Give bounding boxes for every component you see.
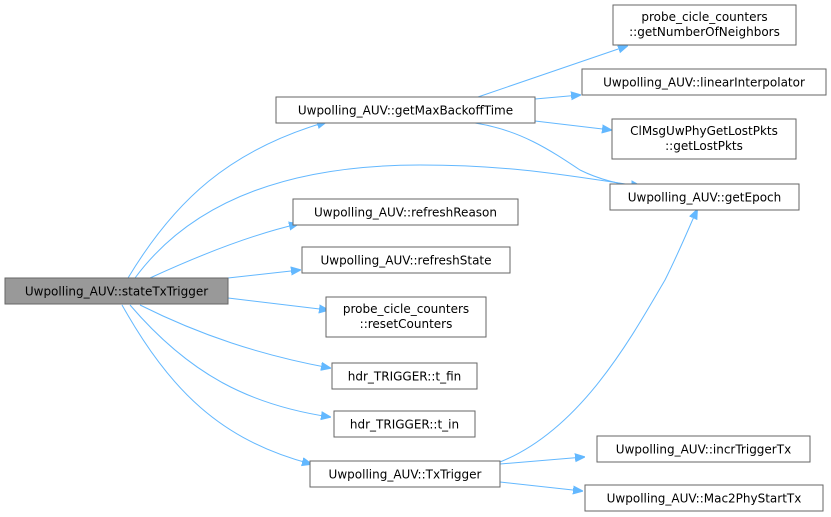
node-getNumberOfNeighbors[interactable]: probe_cicle_counters ::getNumberOfNeighb… — [612, 4, 797, 46]
edge-getMaxBackoffTime-getNumberOfNeighbors — [474, 46, 627, 99]
node-label-line2: ::getLostPkts — [665, 139, 743, 153]
edge-stateTxTrigger-refreshState — [227, 270, 300, 279]
edge-getMaxBackoffTime-linearInterpolator — [534, 95, 580, 99]
edge-TxTrigger-getEpoch — [499, 210, 697, 463]
node-getEpoch[interactable]: Uwpolling_AUV::getEpoch — [609, 183, 800, 211]
node-label: hdr_TRIGGER::t_fin — [348, 370, 461, 384]
node-Mac2PhyStartTx[interactable]: Uwpolling_AUV::Mac2PhyStartTx — [584, 484, 824, 512]
node-label: Uwpolling_AUV::incrTriggerTx — [616, 443, 791, 457]
node-resetCounters[interactable]: probe_cicle_counters ::resetCounters — [325, 296, 487, 338]
node-label: Uwpolling_AUV::stateTxTrigger — [25, 285, 208, 299]
edge-stateTxTrigger-t_in — [129, 304, 330, 417]
node-label-line1: ClMsgUwPhyGetLostPkts — [630, 124, 778, 138]
edge-getMaxBackoffTime-getLostPkts — [534, 120, 611, 130]
node-label: Uwpolling_AUV::refreshState — [320, 254, 491, 268]
edge-stateTxTrigger-resetCounters — [227, 297, 328, 310]
edge-stateTxTrigger-getMaxBackoffTime — [127, 122, 326, 279]
edge-stateTxTrigger-t_fin — [139, 304, 330, 368]
node-getLostPkts[interactable]: ClMsgUwPhyGetLostPkts ::getLostPkts — [611, 118, 797, 160]
node-stateTxTrigger[interactable]: Uwpolling_AUV::stateTxTrigger — [4, 277, 229, 305]
edge-TxTrigger-incrTriggerTx — [499, 457, 584, 465]
node-label-line2: ::resetCounters — [360, 317, 453, 331]
edge-TxTrigger-Mac2PhyStartTx — [499, 481, 582, 491]
node-refreshState[interactable]: Uwpolling_AUV::refreshState — [301, 246, 511, 274]
node-label: Uwpolling_AUV::getMaxBackoffTime — [298, 104, 513, 118]
node-label: Uwpolling_AUV::linearInterpolator — [603, 76, 805, 90]
node-incrTriggerTx[interactable]: Uwpolling_AUV::incrTriggerTx — [596, 435, 811, 463]
node-label: Uwpolling_AUV::TxTrigger — [329, 468, 482, 482]
node-refreshReason[interactable]: Uwpolling_AUV::refreshReason — [292, 198, 519, 226]
edges — [121, 46, 697, 491]
edge-stateTxTrigger-refreshReason — [149, 224, 298, 279]
node-label-line1: probe_cicle_counters — [343, 302, 469, 316]
node-t_fin[interactable]: hdr_TRIGGER::t_fin — [331, 362, 478, 390]
node-TxTrigger[interactable]: Uwpolling_AUV::TxTrigger — [309, 460, 501, 488]
node-getMaxBackoffTime[interactable]: Uwpolling_AUV::getMaxBackoffTime — [275, 96, 536, 124]
node-label: Uwpolling_AUV::Mac2PhyStartTx — [607, 492, 802, 506]
edge-stateTxTrigger-TxTrigger — [121, 304, 311, 464]
node-label: hdr_TRIGGER::t_in — [350, 418, 459, 432]
edge-stateTxTrigger-getEpoch — [134, 164, 640, 279]
node-label-line1: probe_cicle_counters — [641, 10, 767, 24]
edge-getMaxBackoffTime-getEpoch — [474, 122, 640, 187]
node-linearInterpolator[interactable]: Uwpolling_AUV::linearInterpolator — [581, 68, 827, 96]
node-label: Uwpolling_AUV::refreshReason — [314, 206, 497, 220]
node-label: Uwpolling_AUV::getEpoch — [628, 191, 782, 205]
node-t_in[interactable]: hdr_TRIGGER::t_in — [333, 410, 476, 438]
node-label-line2: ::getNumberOfNeighbors — [629, 25, 780, 39]
